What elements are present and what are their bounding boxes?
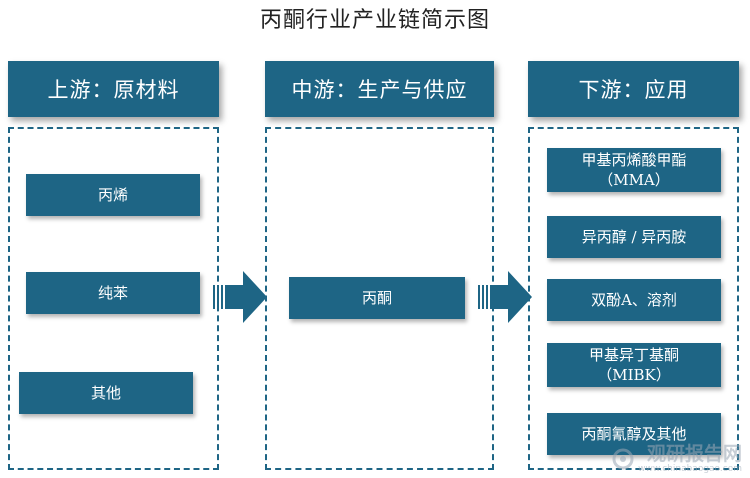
watermark-url: www.chinabaogao.com xyxy=(638,464,742,474)
downstream-panel: 甲基丙烯酸甲酯 （MMA） 异丙醇 / 异丙胺 双酚A、溶剂 甲基异丁基酮 （M… xyxy=(528,127,739,470)
watermark: 观研报告网 www.chinabaogao.com xyxy=(612,444,742,474)
arrow-right-icon xyxy=(213,271,267,323)
downstream-item-acetone-cyanohydrin: 丙酮氰醇及其他 xyxy=(547,413,721,455)
midstream-panel: 丙酮 xyxy=(265,127,494,470)
upstream-item-benzene: 纯苯 xyxy=(26,272,200,314)
midstream-item-acetone: 丙酮 xyxy=(289,277,465,319)
upstream-header: 上游：原材料 xyxy=(8,61,219,117)
item-line: （MIBK） xyxy=(597,366,671,384)
diagram-title: 丙酮行业产业链简示图 xyxy=(259,8,490,33)
upstream-item-propylene: 丙烯 xyxy=(26,174,200,216)
item-line: 甲基丙烯酸甲酯 xyxy=(581,151,687,169)
watermark-text: 观研报告网 xyxy=(646,443,742,465)
item-line: （MMA） xyxy=(598,171,670,189)
downstream-item-mma: 甲基丙烯酸甲酯 （MMA） xyxy=(547,148,721,192)
watermark-logo-icon xyxy=(612,448,634,470)
downstream-item-bisphenol: 双酚A、溶剂 xyxy=(547,279,721,321)
arrow-right-icon xyxy=(478,271,532,323)
downstream-item-mibk: 甲基异丁基酮 （MIBK） xyxy=(547,343,721,387)
upstream-item-other: 其他 xyxy=(19,372,193,414)
item-line: 甲基异丁基酮 xyxy=(588,346,679,364)
downstream-header: 下游：应用 xyxy=(528,61,739,117)
downstream-item-isopropanol: 异丙醇 / 异丙胺 xyxy=(547,216,721,258)
midstream-header: 中游：生产与供应 xyxy=(265,61,494,117)
upstream-panel: 丙烯 纯苯 其他 xyxy=(8,127,219,470)
